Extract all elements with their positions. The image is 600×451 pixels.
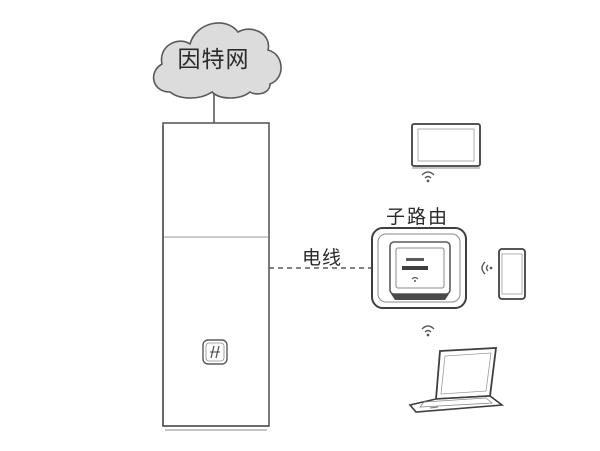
wifi-signal-icon <box>421 171 435 183</box>
powerline-label: 电线 <box>302 247 343 269</box>
laptop-icon <box>408 347 505 413</box>
internet-label: 因特网 <box>177 47 250 73</box>
main-router-icon <box>162 122 270 431</box>
wifi-signal-icon <box>481 261 493 275</box>
cloud-icon <box>152 22 282 99</box>
main-router-button-icon <box>202 339 228 365</box>
phone-icon <box>498 248 526 300</box>
wifi-signal-icon <box>421 325 435 337</box>
sub-router-icon <box>371 227 467 309</box>
tablet-icon <box>411 123 481 169</box>
sub-router-label: 子路由 <box>386 206 450 228</box>
